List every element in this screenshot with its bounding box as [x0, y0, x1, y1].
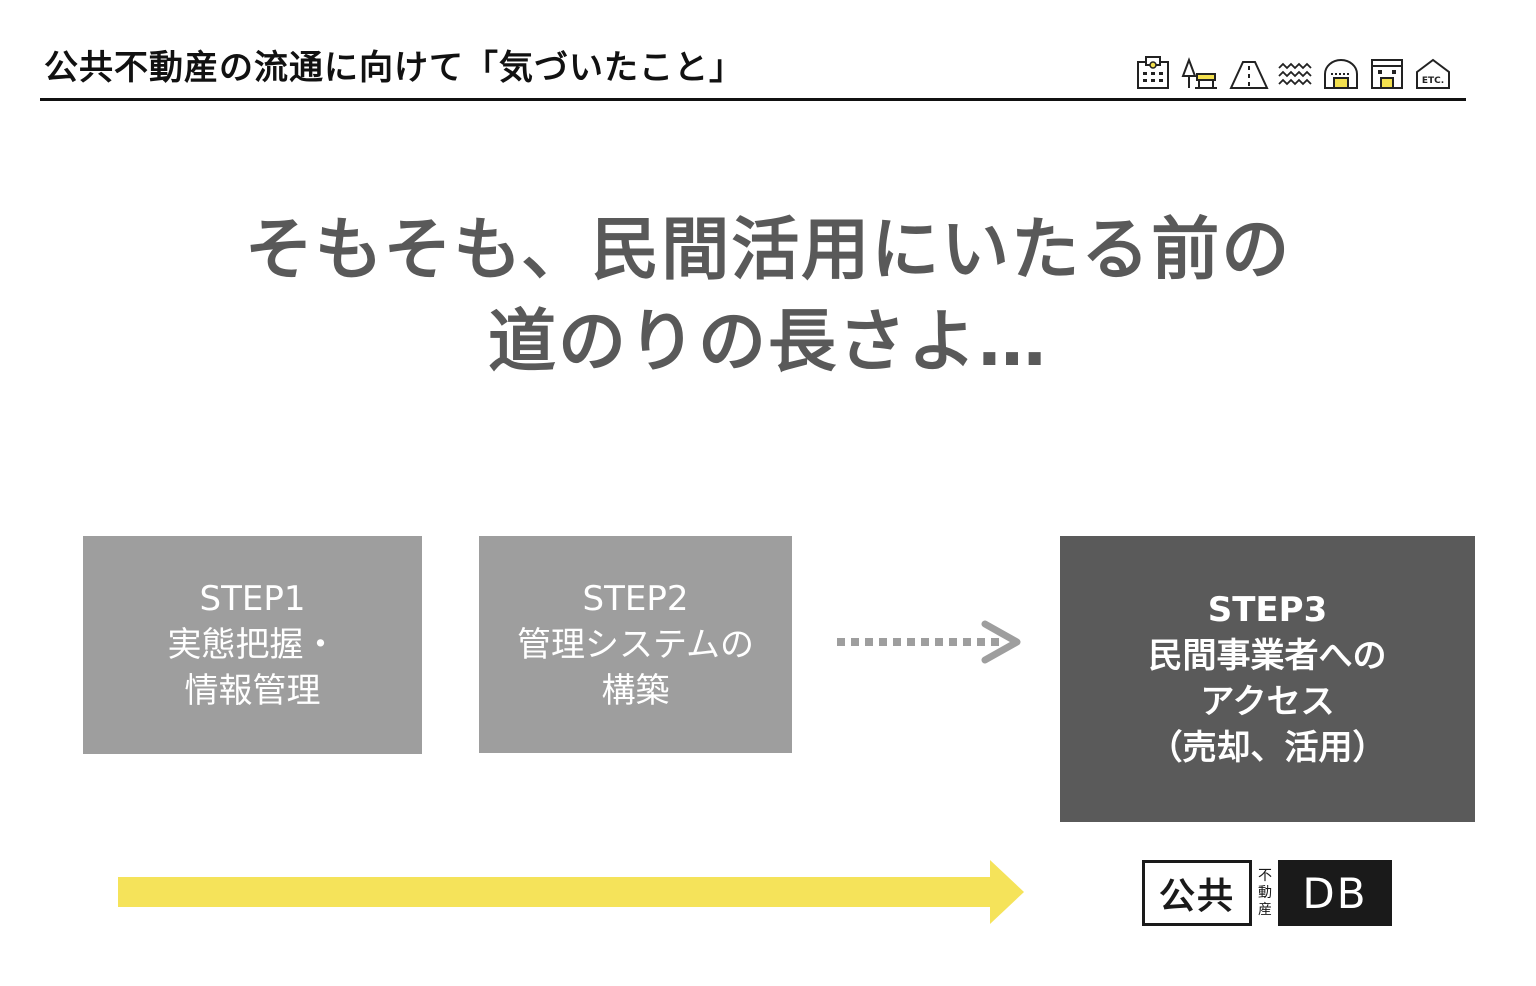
step3-box: STEP3 民間事業者への アクセス （売却、活用）	[1060, 536, 1475, 822]
category-icons: ETC.	[1135, 56, 1451, 92]
step2-label: STEP2	[582, 578, 689, 619]
headline-line-1: そもそも、民間活用にいたる前の	[244, 211, 1292, 290]
step3-label: STEP3	[1207, 590, 1328, 630]
step3-line-3: アクセス	[1200, 682, 1335, 722]
step1-box: STEP1 実態把握・ 情報管理	[83, 536, 422, 754]
building-icon	[1137, 56, 1169, 89]
logo-text-left: 公共	[1142, 860, 1252, 926]
headline-line-2: 道のりの長さよ…	[487, 303, 1048, 382]
step3-line-2: 民間事業者への	[1148, 636, 1387, 676]
step2-line-3: 構築	[601, 670, 670, 711]
svg-text:ETC.: ETC.	[1422, 76, 1444, 86]
header-divider	[40, 98, 1466, 101]
logo-text-middle: 不 動 産	[1258, 867, 1272, 918]
tunnel-icon	[1324, 59, 1358, 89]
main-headline: そもそも、民間活用にいたる前の 道のりの長さよ…	[0, 205, 1536, 389]
water-icon	[1278, 62, 1312, 86]
logo-text-right: DB	[1278, 860, 1392, 926]
shop-icon	[1371, 59, 1403, 89]
step1-line-3: 情報管理	[184, 671, 321, 711]
step3-line-4: （売却、活用）	[1148, 728, 1387, 768]
step1-line-2: 実態把握・	[167, 625, 338, 665]
step1-label: STEP1	[199, 579, 306, 619]
park-icon	[1181, 57, 1217, 89]
etc-house-icon: ETC.	[1416, 58, 1450, 89]
road-icon	[1229, 61, 1269, 89]
progress-arrow-icon	[118, 860, 1024, 924]
kokyo-fudosan-db-logo: 公共 不 動 産 DB	[1142, 860, 1392, 926]
dotted-arrow-icon	[837, 620, 1021, 664]
step2-line-2: 管理システムの	[517, 624, 754, 665]
step2-box: STEP2 管理システムの 構築	[479, 536, 792, 753]
page-title: 公共不動産の流通に向けて「気づいたこと」	[44, 48, 744, 88]
